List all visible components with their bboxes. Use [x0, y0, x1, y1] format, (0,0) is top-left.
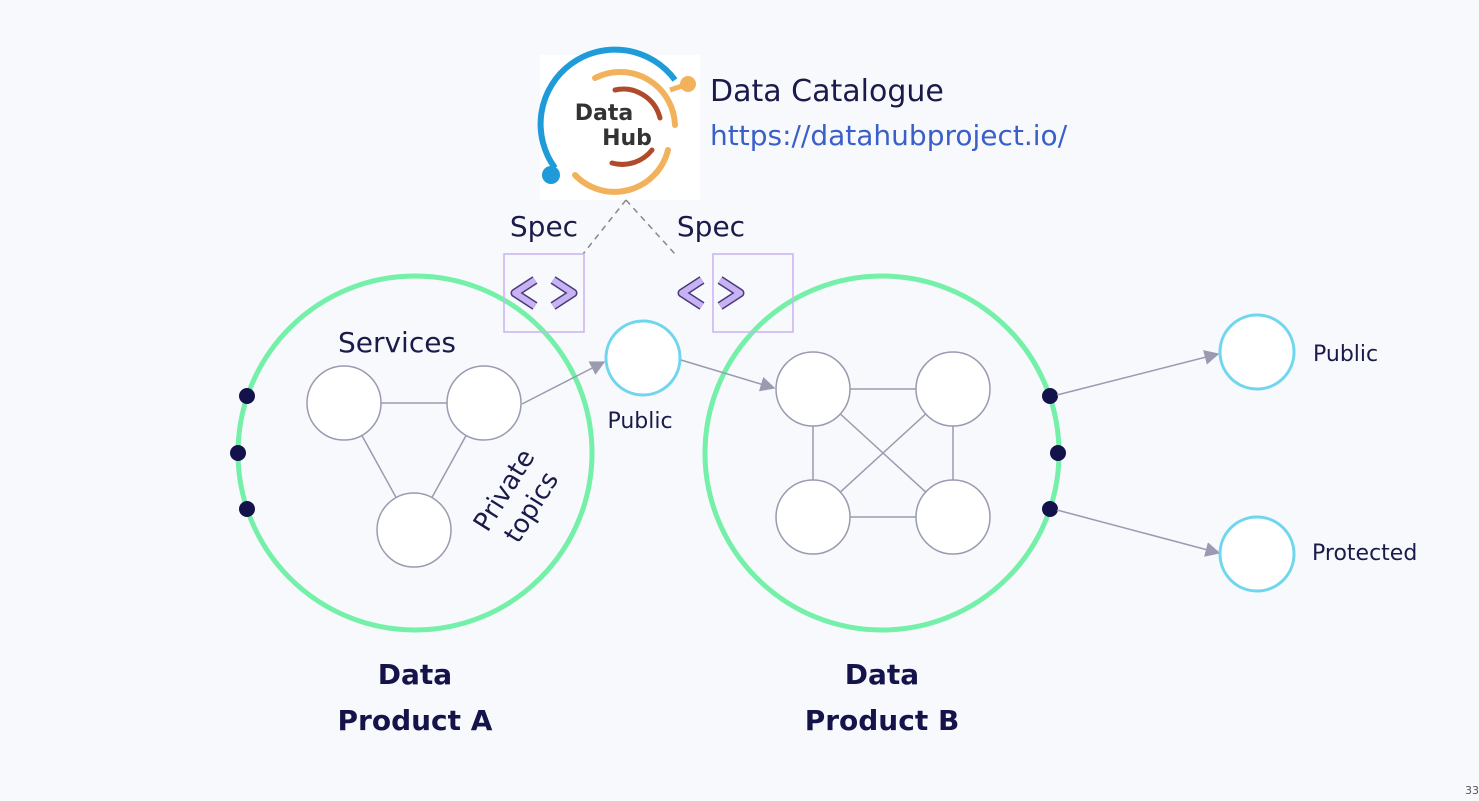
product-a-name-line2: Product A [338, 704, 493, 737]
public-output-label: Public [1313, 342, 1378, 367]
logo-blue-dot [542, 166, 560, 184]
arrow-to-public-topic [521, 361, 606, 405]
port-dot [1050, 445, 1066, 461]
code-spec-icon-right [677, 276, 745, 310]
logo-orange-arc [592, 68, 678, 128]
public-output-node [1218, 313, 1296, 391]
logo-orange-arc-lower [572, 147, 671, 195]
spec-box-right [712, 253, 794, 333]
arrow-to-product-b [680, 359, 776, 392]
port-dot [239, 388, 255, 404]
logo-text-hub: Hub [602, 126, 652, 151]
spec-box-left [503, 253, 585, 333]
service-node [306, 365, 382, 441]
port-dot [1042, 501, 1058, 517]
service-node [446, 365, 522, 441]
port-dot [239, 501, 255, 517]
private-topics-label: Private topics [468, 444, 565, 548]
public-topic-node [604, 319, 682, 397]
public-topic-label: Public [607, 409, 672, 434]
catalogue-url-link[interactable]: https://datahubproject.io/ [710, 119, 1068, 152]
protected-output-node [1218, 515, 1296, 593]
arrow-to-public-output [1056, 350, 1220, 396]
arrow-to-protected-output [1056, 509, 1221, 557]
spec-label-right: Spec [677, 210, 745, 243]
logo-red-arc [612, 86, 663, 121]
spec-connector-right [625, 199, 676, 255]
code-spec-icon-left [510, 276, 578, 310]
spec-connector-left [582, 199, 627, 255]
product-a-name-line1: Data [378, 658, 452, 691]
service-node [915, 351, 991, 427]
product-b-name-line2: Product B [805, 704, 960, 737]
spec-label-left: Spec [510, 210, 578, 243]
logo-orange-dot [680, 76, 696, 92]
port-dot [230, 445, 246, 461]
port-dot [1042, 388, 1058, 404]
service-node [775, 479, 851, 555]
service-node [915, 479, 991, 555]
logo-text-data: Data [575, 101, 633, 126]
product-b-name-line1: Data [845, 658, 919, 691]
datahub-logo: Data Hub [537, 46, 700, 200]
protected-output-label: Protected [1312, 541, 1417, 566]
services-label: Services [338, 326, 456, 359]
logo-red-arc-lower [609, 147, 655, 167]
logo-blue-arc [537, 46, 678, 170]
service-node [775, 351, 851, 427]
page-number: 33 [1465, 784, 1479, 797]
catalogue-title: Data Catalogue [710, 74, 944, 109]
service-node [376, 492, 452, 568]
